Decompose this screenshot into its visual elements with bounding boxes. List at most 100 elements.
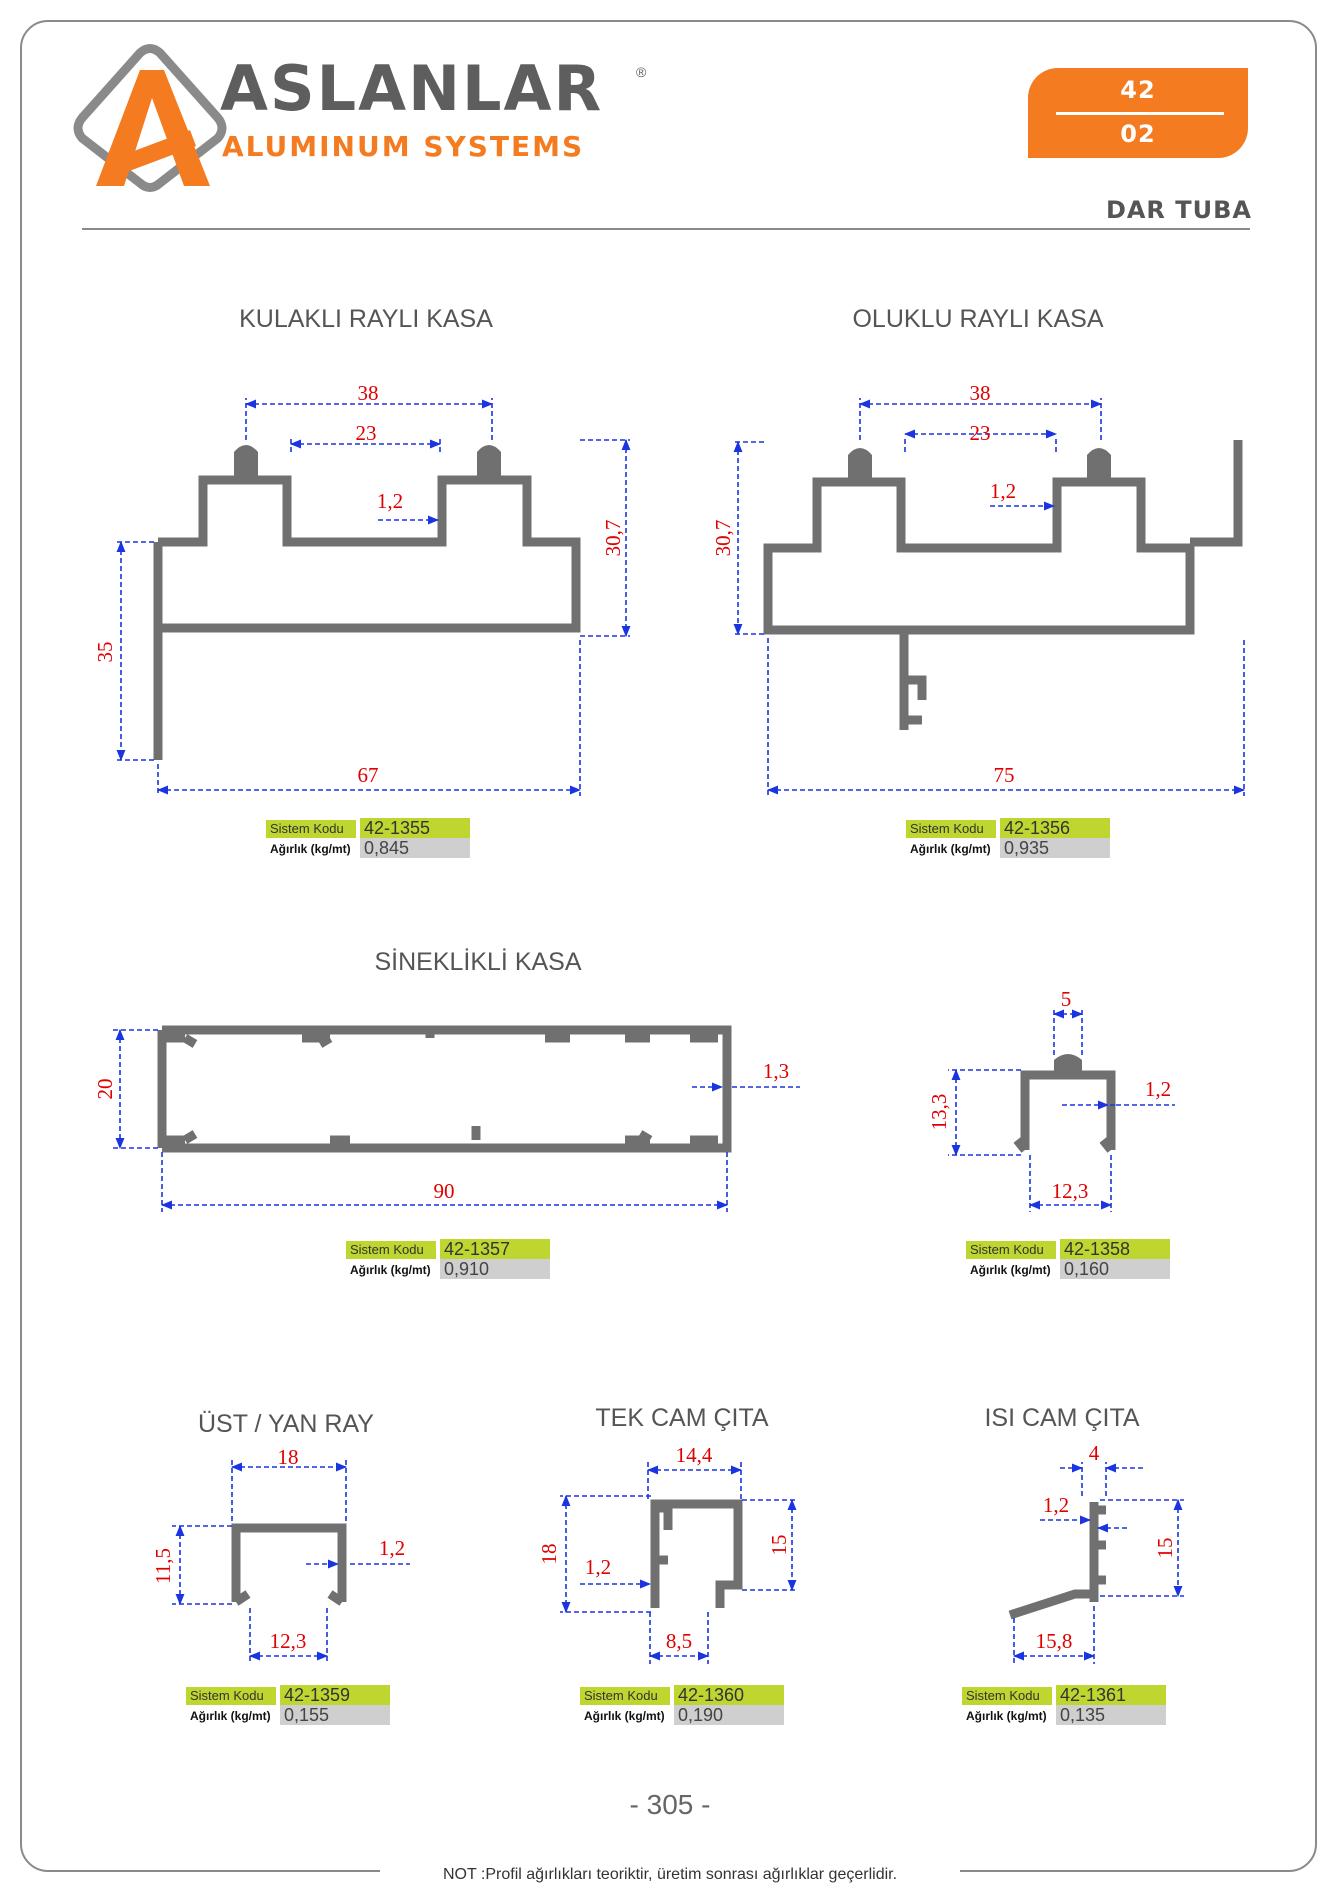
dim-1355-width-67: 67	[358, 763, 379, 787]
dim-1358-width-5: 5	[1061, 987, 1072, 1011]
profile-weight: 0,910	[440, 1259, 550, 1279]
profile-code: 42-1355	[360, 818, 470, 838]
profile-weight: 0,135	[1056, 1705, 1166, 1725]
badge-bottom-number: 02	[1120, 120, 1156, 148]
dim-1355-height-35: 35	[93, 642, 117, 663]
dims-1359-text: 18 11,5 1,2 12,3	[151, 1445, 405, 1653]
dims-1361-text: 4 1,2 15 15,8	[1036, 1441, 1177, 1653]
profile-code: 42-1360	[674, 1685, 784, 1705]
profile-code: 42-1361	[1056, 1685, 1166, 1705]
dim-1355-thickness: 1,2	[377, 489, 403, 513]
dims-1360-lines	[560, 1462, 798, 1664]
profile-1357-drawing	[157, 1025, 732, 1153]
dims-1359-lines	[172, 1460, 410, 1664]
dims-1356-lines	[732, 398, 1246, 796]
profile-code: 42-1357	[440, 1239, 550, 1259]
dim-1360-height-15: 15	[767, 1535, 791, 1556]
profile-weight: 0,155	[280, 1705, 390, 1725]
code-label: Sistem Kodu	[580, 1687, 670, 1705]
dim-1359-width-12-3: 12,3	[270, 1629, 307, 1653]
dim-1360-height-18: 18	[537, 1544, 561, 1565]
dim-1355-width-23: 23	[356, 421, 377, 445]
series-name: DAR TUBA	[1105, 196, 1252, 224]
weight-label: Ağırlık (kg/mt)	[190, 1709, 271, 1723]
weight-label: Ağırlık (kg/mt)	[584, 1709, 665, 1723]
dims-1360-text: 14,4 18 15 1,2 8,5	[537, 1443, 791, 1653]
profile-code: 42-1358	[1060, 1239, 1170, 1259]
dim-1356-width-38: 38	[970, 381, 991, 405]
dims-1357-lines	[112, 1028, 800, 1212]
profile-1360-drawing	[650, 1499, 743, 1608]
profile-title-1359: ÜST / YAN RAY	[198, 1410, 374, 1438]
dims-1355-text: 38 23 1,2 30,7 35 67	[93, 381, 625, 787]
dims-1356-text: 38 23 1,2 30,7 75	[711, 381, 1016, 787]
dims-1358-text: 5 1,2 13,3 12,3	[927, 987, 1171, 1203]
weight-label: Ağırlık (kg/mt)	[350, 1263, 431, 1277]
profile-title-1357: SİNEKLİKLİ KASA	[374, 948, 582, 976]
code-label: Sistem Kodu	[346, 1241, 436, 1259]
dim-1356-thickness: 1,2	[990, 479, 1016, 503]
profile-weight: 0,190	[674, 1705, 784, 1725]
code-label: Sistem Kodu	[266, 820, 356, 838]
profile-title-1360: TEK CAM ÇITA	[595, 1404, 769, 1432]
profile-code: 42-1359	[280, 1685, 390, 1705]
dim-1360-thickness: 1,2	[585, 1555, 611, 1579]
dim-1357-thickness: 1,3	[763, 1059, 789, 1083]
profile-title-1361: ISI CAM ÇITA	[984, 1404, 1140, 1432]
dim-1356-height-30-7: 30,7	[711, 520, 735, 557]
code-label: Sistem Kodu	[186, 1687, 276, 1705]
brand-tagline: ALUMINUM SYSTEMS	[222, 130, 585, 163]
dim-1361-height-15: 15	[1153, 1538, 1177, 1559]
profile-1355-drawing	[153, 445, 581, 760]
dim-1356-width-75: 75	[994, 763, 1015, 787]
code-label: Sistem Kodu	[966, 1241, 1056, 1259]
weight-label: Ağırlık (kg/mt)	[966, 1709, 1047, 1723]
profile-1356-drawing	[763, 440, 1243, 730]
dim-1357-height-20: 20	[93, 1079, 117, 1100]
profile-1358-drawing	[1013, 1054, 1116, 1153]
dim-1356-width-23: 23	[970, 421, 991, 445]
brand-name: ASLANLAR	[220, 52, 604, 125]
dim-1357-width-90: 90	[434, 1179, 455, 1203]
dim-1359-width-18: 18	[278, 1445, 299, 1469]
brand-logo	[73, 44, 227, 192]
weight-label: Ağırlık (kg/mt)	[970, 1263, 1051, 1277]
dims-1357-text: 20 1,3 90	[93, 1059, 789, 1203]
dim-1360-width-8-5: 8,5	[666, 1629, 692, 1653]
dim-1359-thickness: 1,2	[379, 1536, 405, 1560]
weight-label: Ağırlık (kg/mt)	[270, 842, 351, 856]
footer-note-background	[380, 1854, 960, 1894]
dims-1361-lines	[1012, 1462, 1184, 1664]
header-divider	[82, 228, 1250, 230]
weight-label: Ağırlık (kg/mt)	[910, 842, 991, 856]
logo-mark	[73, 44, 227, 192]
series-badge: 42 02	[1028, 68, 1248, 158]
profile-1359-drawing	[231, 1523, 347, 1606]
profile-weight: 0,935	[1000, 838, 1110, 858]
dim-1358-width-12-3: 12,3	[1052, 1179, 1089, 1203]
dim-1358-height-13-3: 13,3	[927, 1094, 951, 1131]
code-label: Sistem Kodu	[906, 820, 996, 838]
footer-note: NOT :Profil ağırlıkları teoriktir, üreti…	[442, 1866, 898, 1883]
dim-1360-width-14-4: 14,4	[676, 1443, 713, 1467]
registered-mark: ®	[636, 64, 647, 80]
code-label: Sistem Kodu	[962, 1687, 1052, 1705]
dim-1361-width-4: 4	[1089, 1441, 1100, 1465]
profile-1361-drawing	[1008, 1502, 1106, 1620]
dim-1358-thickness: 1,2	[1145, 1077, 1171, 1101]
dim-1359-height-11-5: 11,5	[151, 1548, 175, 1584]
profile-code: 42-1356	[1000, 818, 1110, 838]
dim-1355-height-30-7: 30,7	[601, 520, 625, 557]
dim-1355-width-38: 38	[358, 381, 379, 405]
dim-1361-thickness: 1,2	[1043, 1493, 1069, 1517]
page-number: - 305 -	[629, 1789, 711, 1820]
badge-divider	[1056, 112, 1224, 115]
